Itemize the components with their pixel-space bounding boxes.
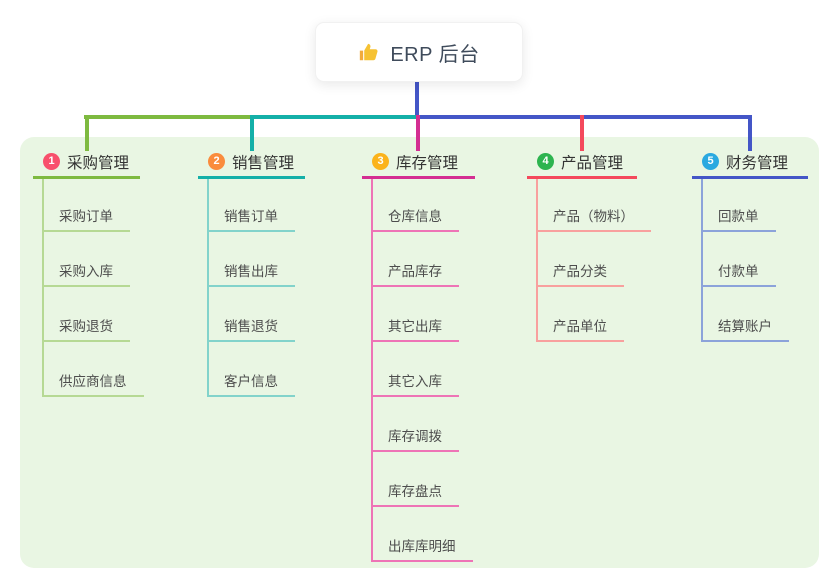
branch-children-product: 产品（物料）产品分类产品单位 xyxy=(536,179,651,342)
branch-title-purchase[interactable]: 1 采购管理 xyxy=(33,150,140,179)
branch-title-label: 财务管理 xyxy=(726,154,789,172)
drop-line-purchase xyxy=(85,115,89,151)
child-topic[interactable]: 付款单 xyxy=(703,232,776,287)
drop-line-finance xyxy=(748,115,752,151)
branch-column-sales: 2 销售管理 销售订单销售出库销售退货客户信息 xyxy=(198,150,305,397)
branch-title-finance[interactable]: 5 财务管理 xyxy=(692,150,808,179)
child-topic[interactable]: 出库库明细 xyxy=(373,507,473,562)
branches-background-panel xyxy=(20,137,819,568)
branch-column-product: 4 产品管理 产品（物料）产品分类产品单位 xyxy=(527,150,651,342)
branch-children-purchase: 采购订单采购入库采购退货供应商信息 xyxy=(42,179,144,397)
child-topic[interactable]: 供应商信息 xyxy=(44,342,144,397)
root-node-label: ERP 后台 xyxy=(390,43,480,66)
child-topic[interactable]: 产品（物料） xyxy=(538,179,651,232)
branch-title-sales[interactable]: 2 销售管理 xyxy=(198,150,305,179)
branch-number-badge: 4 xyxy=(537,153,554,170)
drop-line-inventory xyxy=(416,115,420,151)
child-topic[interactable]: 销售订单 xyxy=(209,179,295,232)
branch-title-product[interactable]: 4 产品管理 xyxy=(527,150,637,179)
branch-number-badge: 5 xyxy=(702,153,719,170)
child-topic[interactable]: 采购退货 xyxy=(44,287,130,342)
root-stem-line xyxy=(415,80,419,119)
drop-line-product xyxy=(580,115,584,151)
thumbs-up-icon xyxy=(358,41,380,63)
child-topic[interactable]: 产品分类 xyxy=(538,232,624,287)
branch-title-label: 采购管理 xyxy=(67,154,130,172)
branch-number-badge: 2 xyxy=(208,153,225,170)
connector-left-green xyxy=(84,115,252,119)
child-topic[interactable]: 结算账户 xyxy=(703,287,789,342)
branch-title-label: 库存管理 xyxy=(396,154,459,172)
child-topic[interactable]: 产品单位 xyxy=(538,287,624,342)
branch-column-purchase: 1 采购管理 采购订单采购入库采购退货供应商信息 xyxy=(33,150,144,397)
child-topic[interactable]: 其它出库 xyxy=(373,287,459,342)
child-topic[interactable]: 采购入库 xyxy=(44,232,130,287)
child-topic[interactable]: 回款单 xyxy=(703,179,776,232)
child-topic[interactable]: 库存盘点 xyxy=(373,452,459,507)
branch-number-badge: 3 xyxy=(372,153,389,170)
child-topic[interactable]: 产品库存 xyxy=(373,232,459,287)
child-topic[interactable]: 采购订单 xyxy=(44,179,130,232)
branch-column-inventory: 3 库存管理 仓库信息产品库存其它出库其它入库库存调拨库存盘点出库库明细 xyxy=(362,150,475,562)
child-topic[interactable]: 库存调拨 xyxy=(373,397,459,452)
child-topic[interactable]: 客户信息 xyxy=(209,342,295,397)
branch-children-finance: 回款单付款单结算账户 xyxy=(701,179,808,342)
branch-column-finance: 5 财务管理 回款单付款单结算账户 xyxy=(692,150,808,342)
child-topic[interactable]: 销售出库 xyxy=(209,232,295,287)
root-node[interactable]: ERP 后台 xyxy=(315,22,523,82)
branch-title-label: 销售管理 xyxy=(232,154,295,172)
drop-line-sales xyxy=(250,115,254,151)
child-topic[interactable]: 其它入库 xyxy=(373,342,459,397)
connector-right-blue xyxy=(417,115,752,119)
branch-title-inventory[interactable]: 3 库存管理 xyxy=(362,150,475,179)
child-topic[interactable]: 销售退货 xyxy=(209,287,295,342)
branch-title-label: 产品管理 xyxy=(561,154,624,172)
connector-left-teal xyxy=(250,115,419,119)
branch-children-inventory: 仓库信息产品库存其它出库其它入库库存调拨库存盘点出库库明细 xyxy=(371,179,475,562)
branch-number-badge: 1 xyxy=(43,153,60,170)
branch-children-sales: 销售订单销售出库销售退货客户信息 xyxy=(207,179,305,397)
child-topic[interactable]: 仓库信息 xyxy=(373,179,459,232)
